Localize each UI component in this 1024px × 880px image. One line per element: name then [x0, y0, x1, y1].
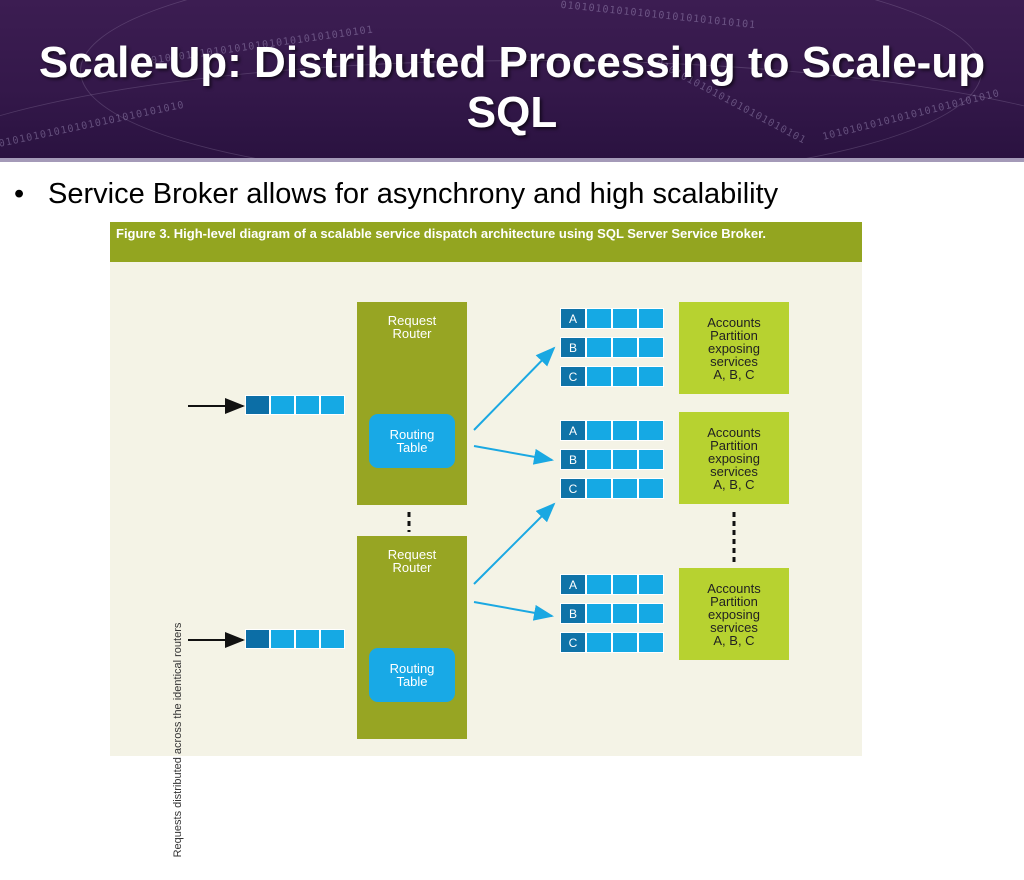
queue-cell: [612, 632, 638, 653]
slide-title: Scale-Up: Distributed Processing to Scal…: [38, 38, 986, 137]
router-label: Request Router: [387, 547, 437, 575]
figure-caption: Figure 3. High-level diagram of a scalab…: [110, 222, 862, 262]
queue-cell: [586, 574, 612, 595]
dispatch-arrow: [473, 445, 554, 465]
bullet-dot: •: [14, 178, 25, 210]
queue-cell: [586, 366, 612, 387]
queue-cell: [612, 574, 638, 595]
queue-label: C: [560, 632, 586, 653]
queue-cell: [638, 574, 664, 595]
queue-cell: [586, 478, 612, 499]
queue-cell: [270, 395, 295, 415]
queue-cell: [586, 449, 612, 470]
queue-cell: [586, 337, 612, 358]
queue-cell: [638, 449, 664, 470]
architecture-figure: Figure 3. High-level diagram of a scalab…: [110, 222, 862, 857]
queue-label: A: [560, 574, 586, 595]
queue-label: C: [560, 478, 586, 499]
queue-cell: [586, 603, 612, 624]
queue-cell: [295, 629, 320, 649]
queue-cell: [638, 478, 664, 499]
queue-cell: [586, 632, 612, 653]
router-label: Request Router: [387, 313, 437, 341]
queue-cell: [245, 395, 270, 415]
queue-label: C: [560, 366, 586, 387]
queue-cell: [320, 395, 345, 415]
title-divider: [0, 158, 1024, 162]
queue-label: B: [560, 337, 586, 358]
dispatch-arrow: [473, 502, 556, 585]
queue-cell: [612, 478, 638, 499]
queue-cell: [295, 395, 320, 415]
queue-cell: [320, 629, 345, 649]
queue-cell: [612, 366, 638, 387]
queue-cell: [245, 629, 270, 649]
queue-cell: [612, 449, 638, 470]
bullet-text: Service Broker allows for asynchrony and…: [48, 178, 779, 210]
queue-cell: [270, 629, 295, 649]
request-router: Request Router Routing Table: [357, 536, 467, 739]
accounts-partition: Accounts Partition exposing services A, …: [679, 412, 789, 504]
queue-cell: [612, 308, 638, 329]
dispatch-arrow: [473, 601, 554, 621]
queue-label: A: [560, 420, 586, 441]
queue-cell: [612, 420, 638, 441]
queue-cell: [638, 632, 664, 653]
queue-label: B: [560, 449, 586, 470]
queue-cell: [638, 366, 664, 387]
queue-cell: [612, 603, 638, 624]
queue-cell: [586, 420, 612, 441]
connector-arrows: [188, 346, 736, 648]
request-router: Request Router Routing Table: [357, 302, 467, 505]
slide-header: 1010101010101010101010101010 01010101010…: [0, 0, 1024, 160]
routing-table: Routing Table: [369, 414, 455, 468]
queue-cell: [638, 308, 664, 329]
queue-cell: [638, 420, 664, 441]
queue-cell: [638, 337, 664, 358]
queue-cell: [586, 308, 612, 329]
queue-label: A: [560, 308, 586, 329]
queue-label: B: [560, 603, 586, 624]
queue-cell: [612, 337, 638, 358]
queue-cell: [638, 603, 664, 624]
routing-table: Routing Table: [369, 648, 455, 702]
dispatch-arrow: [473, 346, 556, 431]
accounts-partition: Accounts Partition exposing services A, …: [679, 302, 789, 394]
accounts-partition: Accounts Partition exposing services A, …: [679, 568, 789, 660]
